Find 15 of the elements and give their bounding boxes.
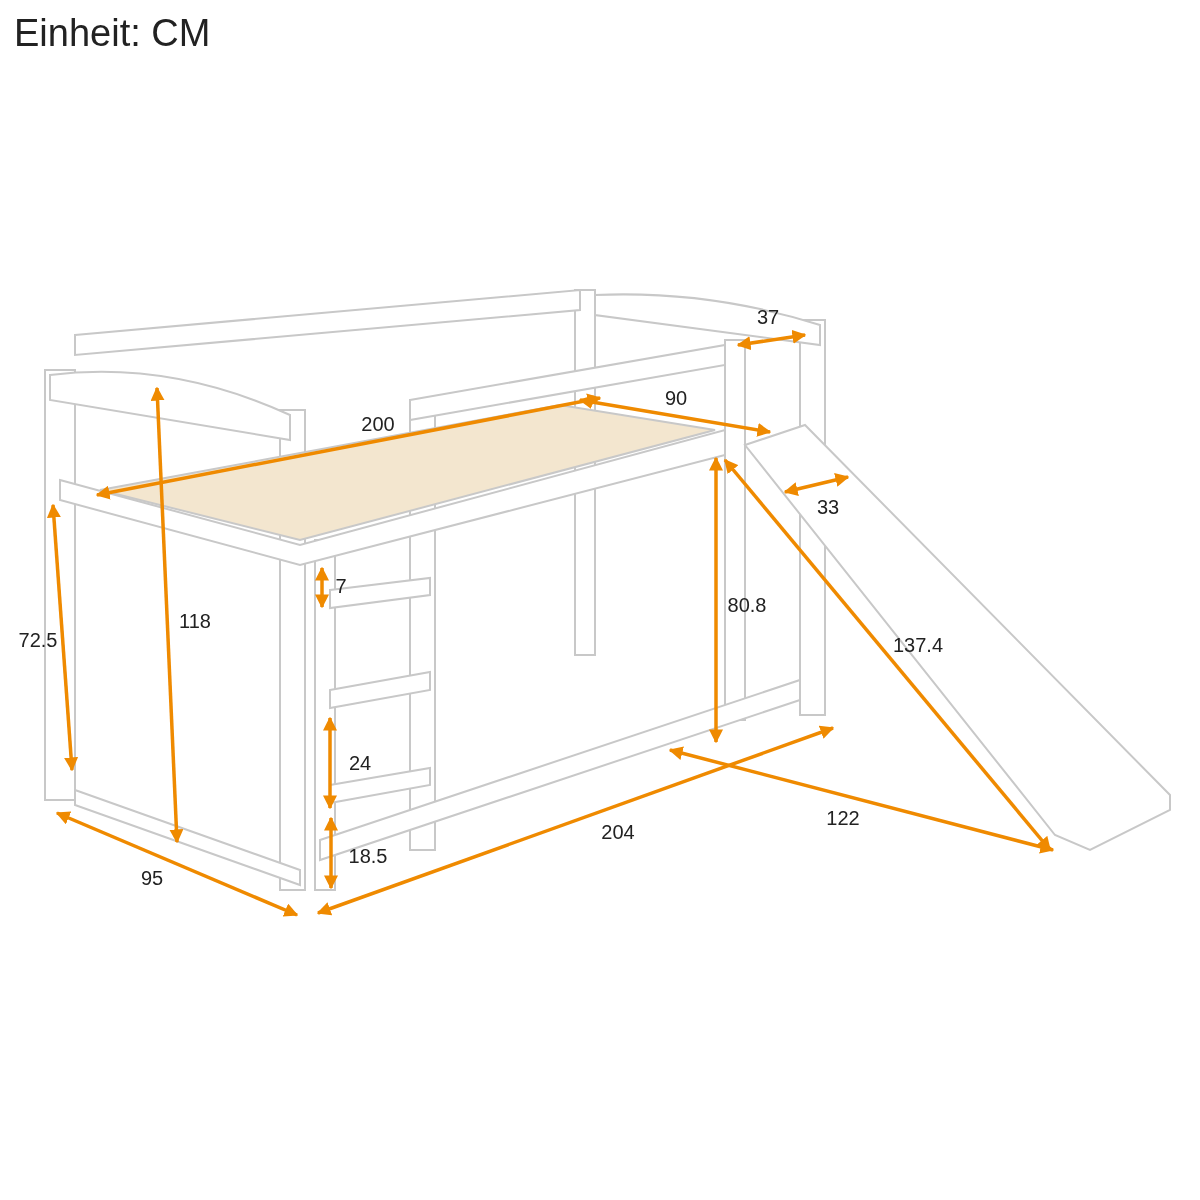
dimension-label: 33 [816, 497, 840, 517]
dimension-label: 118 [179, 611, 211, 631]
dimension-label: 122 [826, 808, 860, 828]
dimension-label: 200 [361, 414, 395, 434]
dimension-label: 204 [601, 822, 635, 842]
dimension-label: 18.5 [348, 846, 388, 866]
dimension-label: 24 [348, 753, 372, 773]
dimension-label: 7 [335, 576, 347, 596]
unit-title: Einheit: CM [14, 12, 211, 55]
dimension-label: 90 [664, 388, 688, 408]
dimension-label: 95 [140, 868, 164, 888]
dimension-label: 72.5 [18, 630, 58, 650]
dimension-label: 80.8 [727, 595, 767, 615]
dimension-label: 37 [756, 307, 780, 327]
dimension-label: 137.4 [892, 635, 944, 655]
